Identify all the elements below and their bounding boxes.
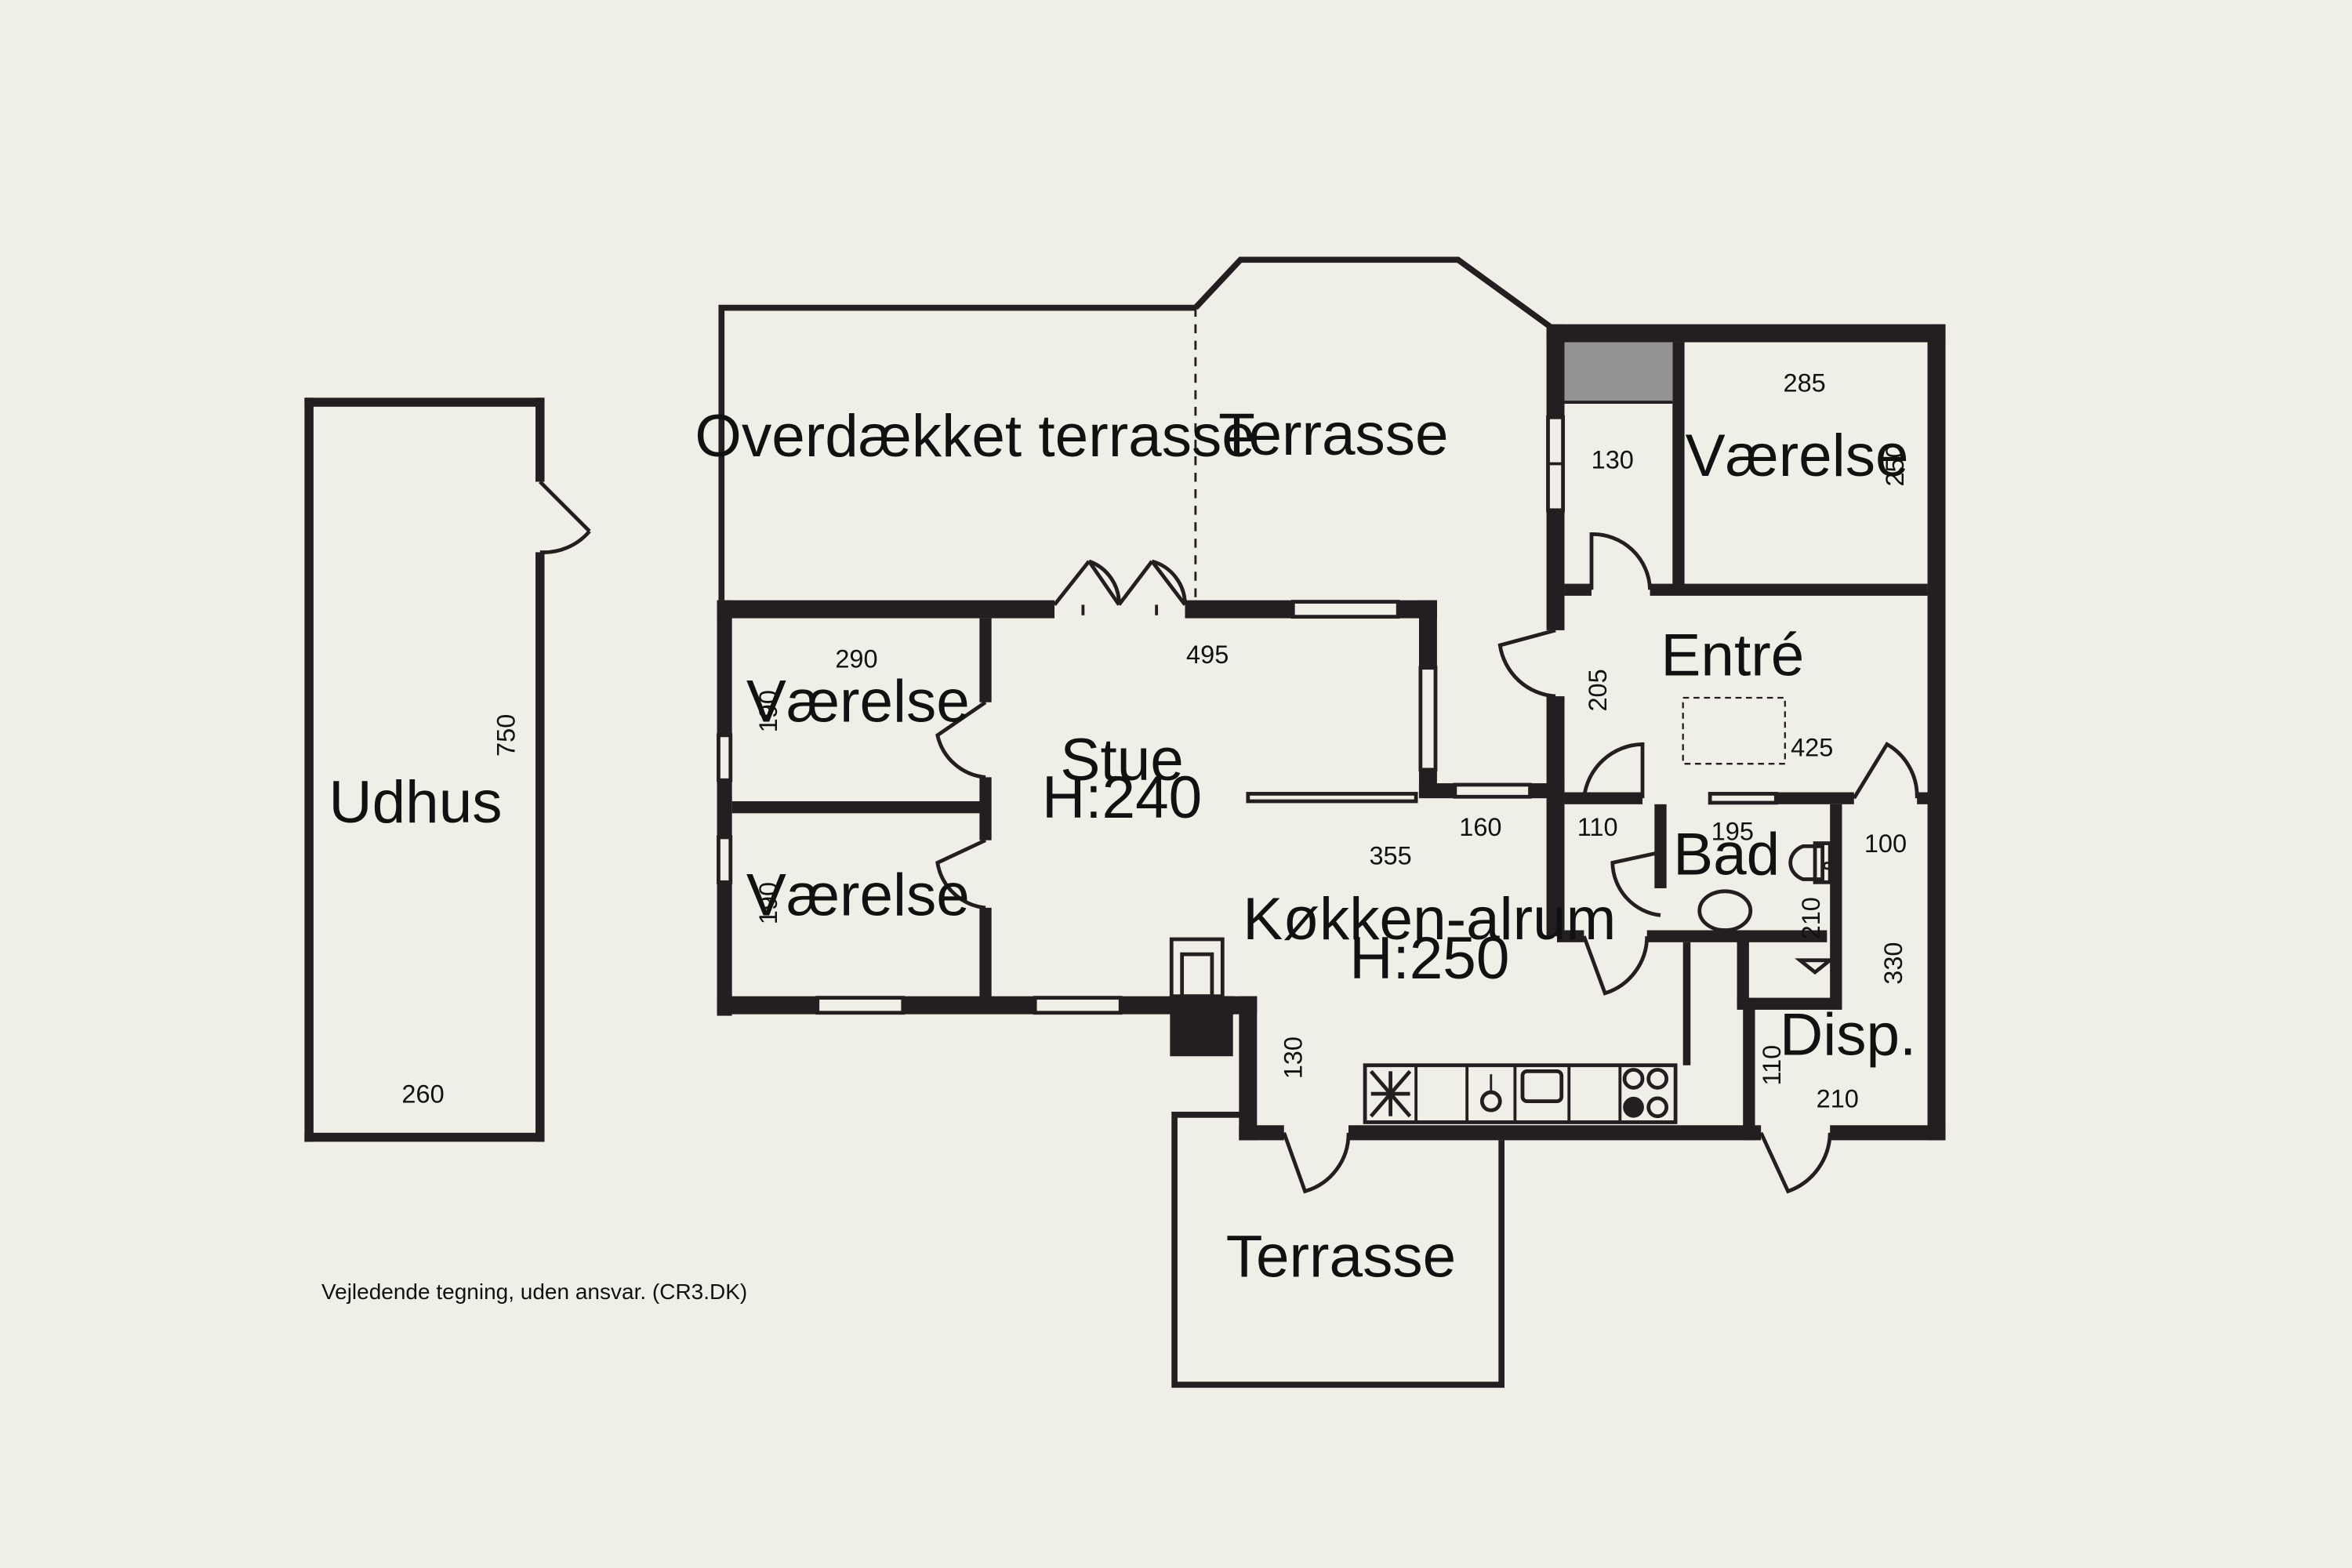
label-udhus: Udhus <box>328 769 502 836</box>
room-labels: Udhus Overdækket terrasse Terrasse Værel… <box>328 401 1916 1290</box>
dim-entre-depth: 205 <box>1584 669 1612 711</box>
label-bad: Bad <box>1673 822 1780 888</box>
shaft-block <box>1564 342 1673 403</box>
dim-disp-330: 330 <box>1879 942 1907 985</box>
dim-hall-110: 110 <box>1577 813 1618 841</box>
label-stue: Stue <box>1060 727 1183 793</box>
dim-stue-width: 495 <box>1186 641 1229 669</box>
terrasse-south-outline <box>1171 1112 1505 1388</box>
dimension-labels: 750 260 130 285 250 205 425 290 190 190 … <box>401 369 1909 1113</box>
label-vaerelse-w1: Værelse <box>746 669 970 735</box>
dim-koekken-130: 130 <box>1279 1036 1308 1079</box>
dim-closet-130: 130 <box>1592 445 1634 474</box>
overdaekket-terrasse-outline <box>718 304 1197 601</box>
dim-koekken-width: 355 <box>1369 841 1411 869</box>
dim-koekken-160: 160 <box>1459 813 1501 841</box>
dim-entre-width: 425 <box>1791 734 1833 762</box>
udhus-building <box>304 397 591 1142</box>
udhus-door[interactable] <box>539 480 591 554</box>
fixtures <box>1169 696 1836 1124</box>
label-koekken-height: H:250 <box>1349 925 1509 992</box>
dim-udhus-width: 260 <box>401 1080 444 1109</box>
terrasse-north-outline <box>1193 256 1553 330</box>
dim-vaerelse-w1-depth: 190 <box>754 690 782 732</box>
dim-disp-210: 210 <box>1817 1084 1859 1112</box>
dim-disp-100: 100 <box>1864 829 1907 858</box>
disclaimer-text: Vejledende tegning, uden ansvar. (CR3.DK… <box>321 1279 748 1304</box>
windows <box>717 415 1778 1015</box>
doors[interactable] <box>935 532 1919 1194</box>
dim-disp-110: 110 <box>1758 1045 1786 1086</box>
dim-vaerelse-ne-depth: 250 <box>1881 444 1909 486</box>
dim-bad-width: 195 <box>1711 818 1754 846</box>
label-entre: Entré <box>1661 622 1804 688</box>
label-koekken: Køkken-alrum <box>1243 886 1616 953</box>
dim-bad-depth: 210 <box>1797 897 1825 939</box>
label-overdaekket-terrasse: Overdækket terrasse <box>695 403 1254 470</box>
label-disp: Disp. <box>1780 1001 1916 1068</box>
dim-vaerelse-ne-width: 285 <box>1784 369 1826 397</box>
dim-udhus-length: 750 <box>492 714 520 757</box>
label-vaerelse-ne: Værelse <box>1686 423 1909 489</box>
label-terrasse-south: Terrasse <box>1226 1224 1456 1290</box>
label-terrasse-north: Terrasse <box>1218 401 1448 468</box>
label-vaerelse-w2: Værelse <box>746 862 970 928</box>
dim-vaerelse-w1-width: 290 <box>835 645 877 673</box>
dim-vaerelse-w2-depth: 190 <box>754 882 782 924</box>
label-stue-height: H:240 <box>1042 764 1202 831</box>
